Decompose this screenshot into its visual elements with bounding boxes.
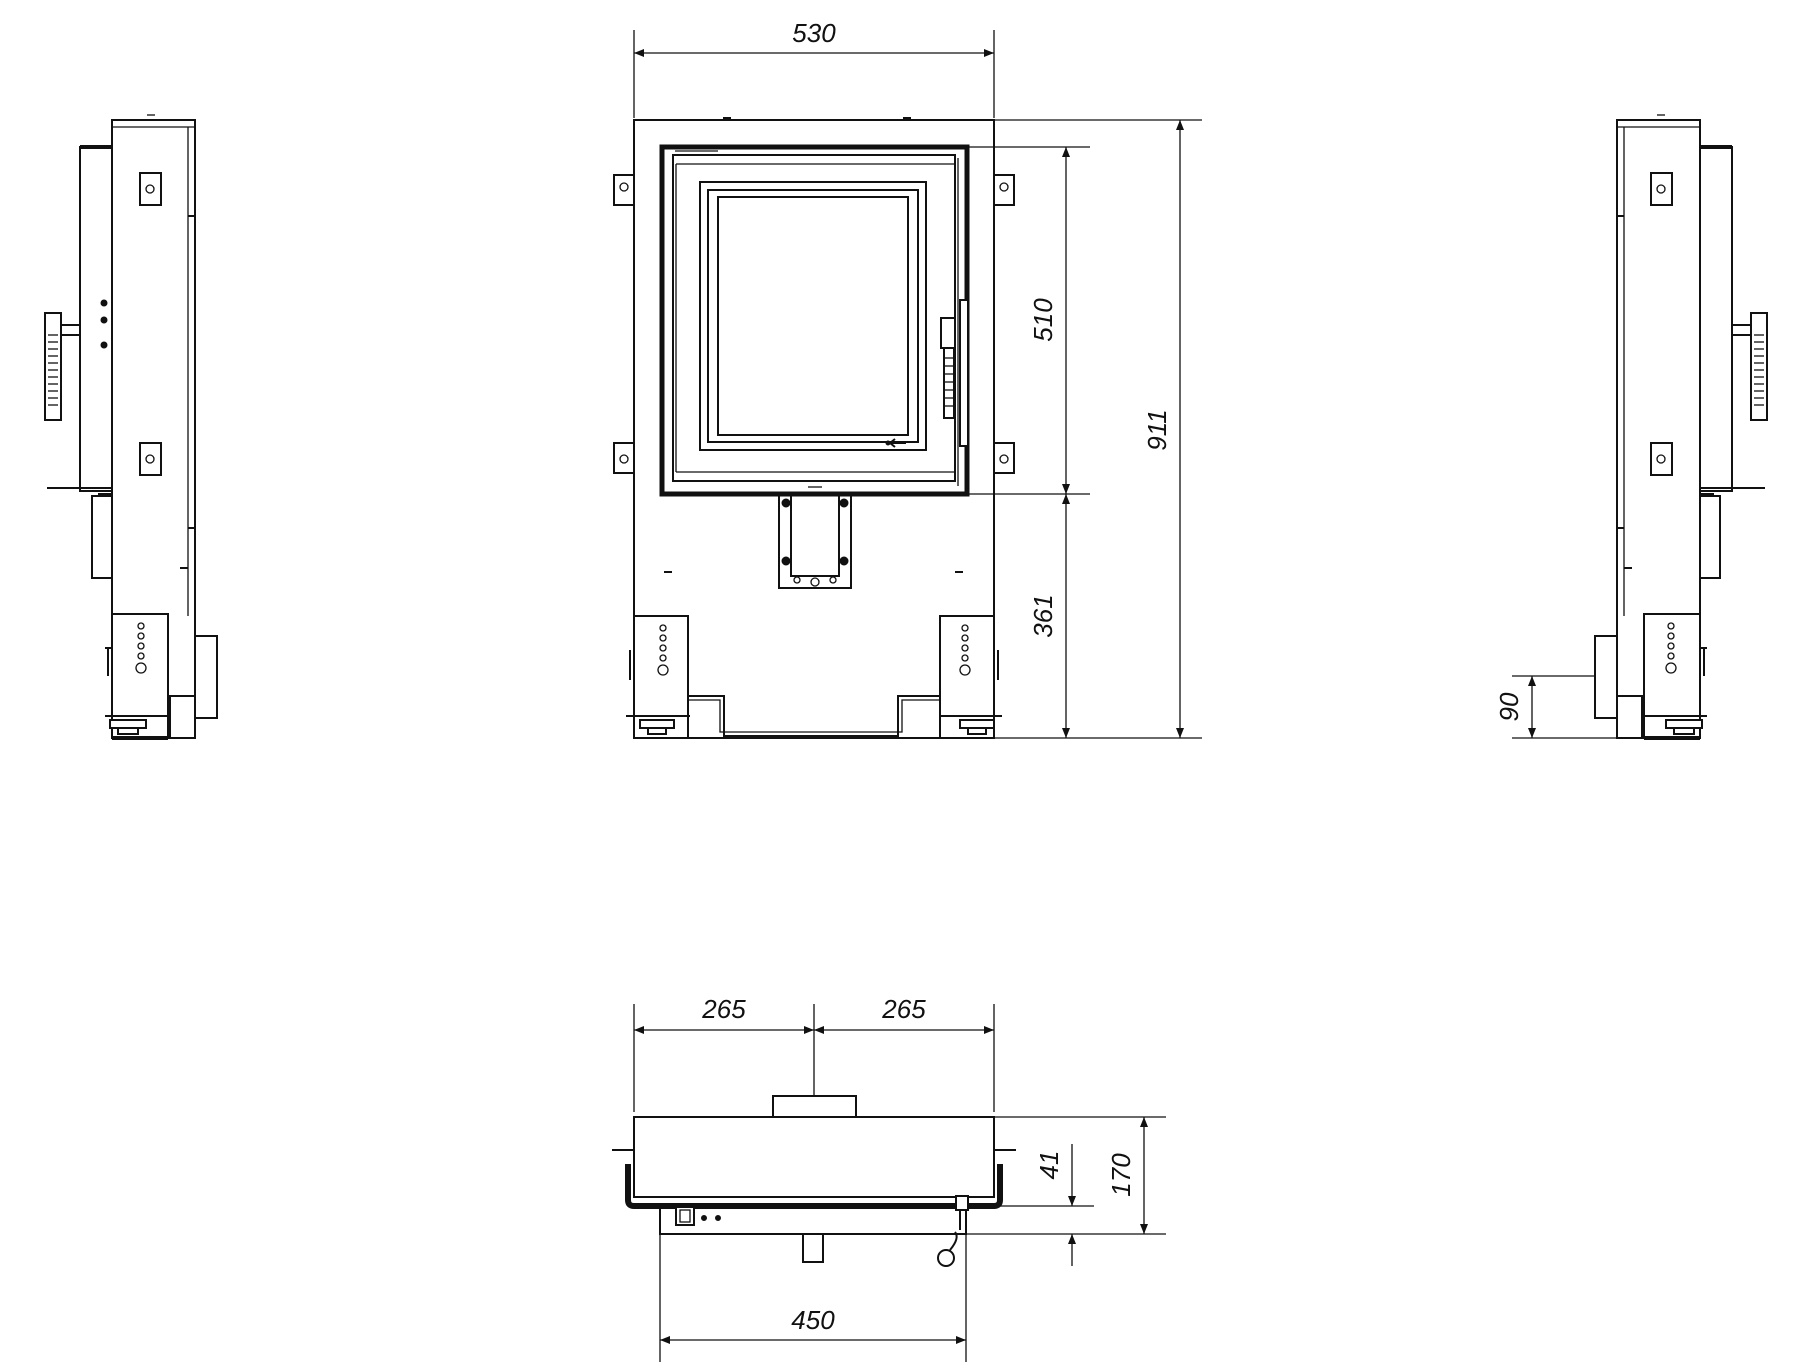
top-view-body [633,1116,995,1198]
front-glass-inner [717,196,909,436]
dim-top-left-half: 265 [701,994,746,1024]
dim-front-upper-height: 510 [1028,298,1058,342]
front-flue-outlet [778,493,852,589]
dim-top-right-half: 265 [881,994,926,1024]
dim-front-lower-height: 361 [1028,594,1058,637]
dim-front-width: 530 [792,18,836,48]
dim-front-total-height: 911 [1142,409,1172,450]
front-view [613,117,1015,739]
dimensions: 530 911 510 361 90 265 265 170 [633,18,1617,1362]
front-left-leg [633,615,689,739]
front-right-leg [939,615,995,739]
left-side-body [111,119,196,739]
front-glass-outer [699,181,927,451]
left-side-view [44,114,218,740]
right-side-door [1699,146,1733,492]
right-side-handle [1750,312,1768,421]
dim-top-total-depth: 170 [1106,1153,1136,1197]
top-view-flue [772,1095,857,1118]
left-side-handle [44,312,62,421]
right-side-view [1594,114,1768,740]
right-side-body [1616,119,1701,739]
dim-top-bottom-width: 450 [791,1305,835,1335]
top-view [612,1095,1016,1267]
dim-top-small-depth: 41 [1034,1151,1064,1180]
dim-right-base-height: 90 [1494,692,1524,721]
